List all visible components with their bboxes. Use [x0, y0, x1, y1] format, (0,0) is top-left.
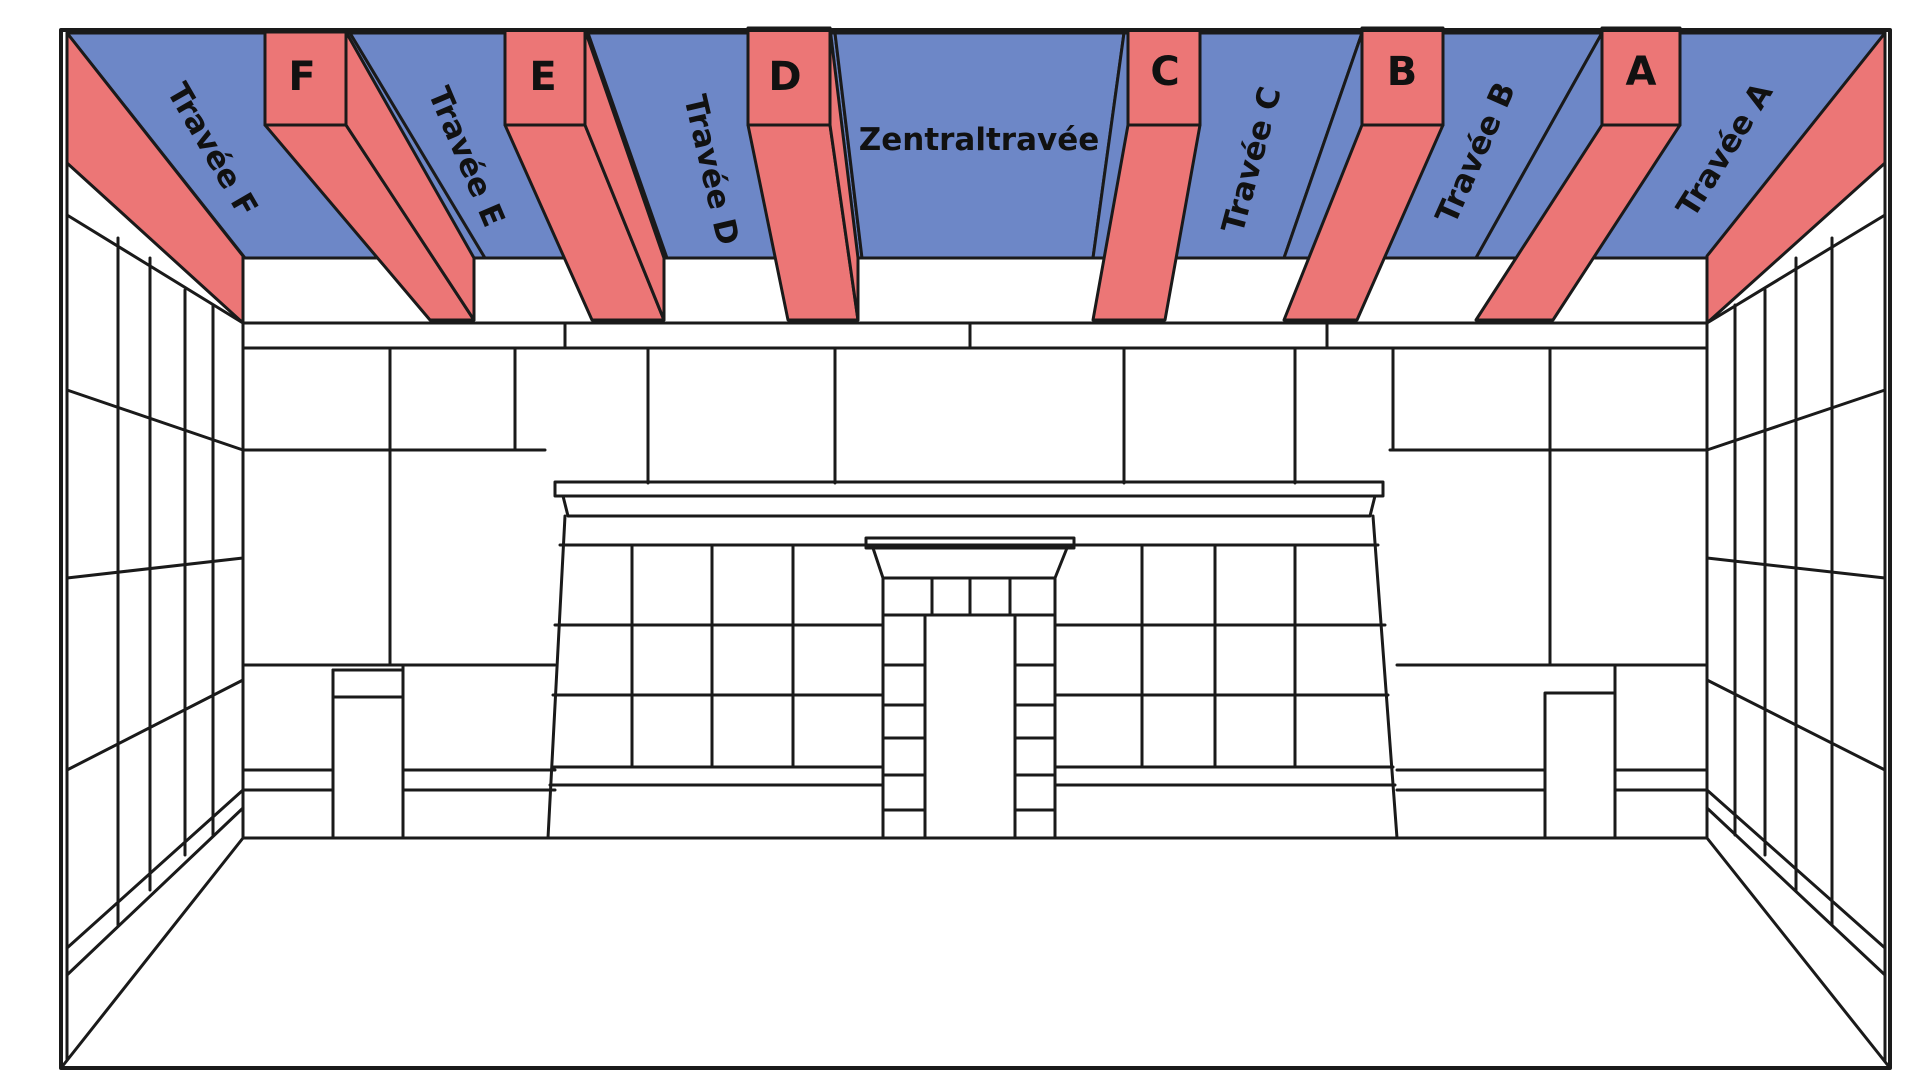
label-bay-central: Zentraltravée [859, 122, 1100, 158]
beam-c [1091, 28, 1202, 322]
central-doorway [923, 613, 1017, 840]
right-side-wall [1705, 213, 1887, 977]
left-side-door [331, 695, 405, 840]
label-beam-d: D [768, 54, 801, 100]
label-beam-b: B [1387, 49, 1418, 95]
back-wall-masonry [241, 321, 1709, 840]
room-outline [59, 28, 1892, 1070]
beam-f [263, 30, 476, 322]
central-pylon [546, 480, 1399, 840]
beam-labels: F E D C B A [288, 49, 1656, 100]
right-side-door [1543, 691, 1617, 840]
label-beam-c: C [1150, 49, 1179, 95]
beam-a [1474, 26, 1682, 322]
beam-b [1282, 26, 1445, 322]
beam-e [503, 28, 666, 322]
left-side-wall [65, 213, 245, 977]
label-beam-a: A [1626, 49, 1657, 95]
beam-d [746, 26, 860, 322]
ceiling-beams [65, 26, 1887, 325]
label-beam-e: E [529, 54, 556, 100]
label-beam-f: F [288, 54, 315, 100]
